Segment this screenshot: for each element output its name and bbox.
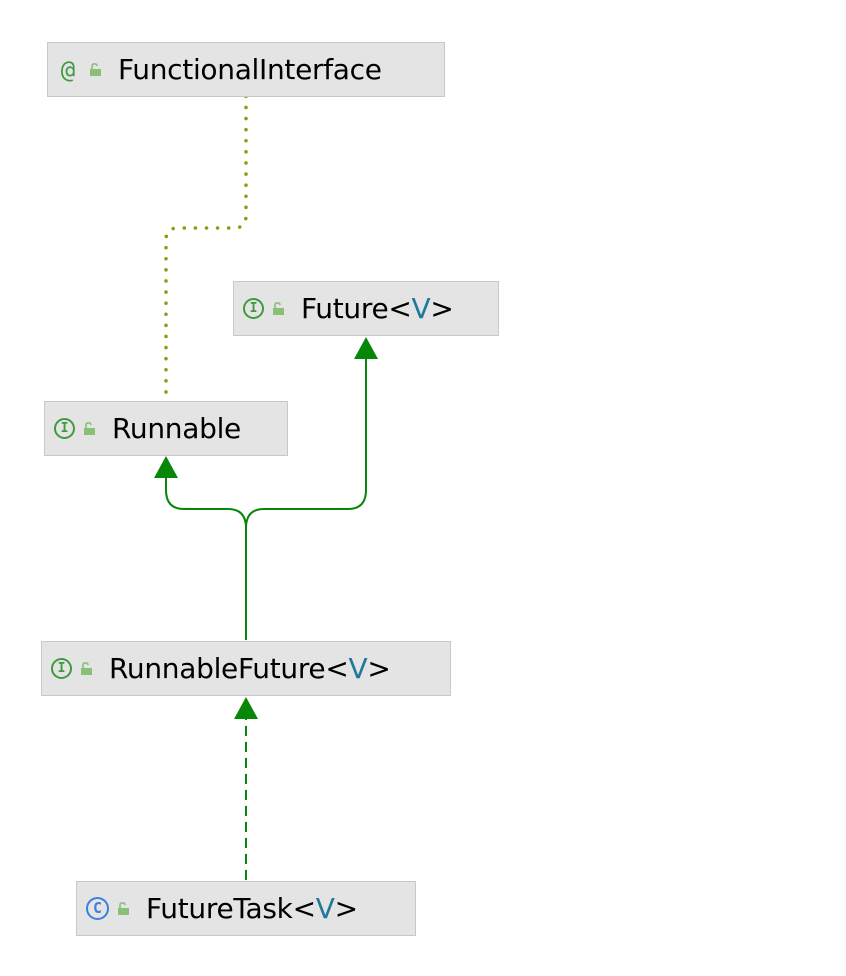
node-runnablefuture[interactable]: I RunnableFuture<V>: [41, 641, 451, 696]
node-functionalinterface[interactable]: @ FunctionalInterface: [47, 42, 445, 97]
node-name: FutureTask<V>: [146, 892, 358, 925]
public-lock-icon: [80, 662, 93, 675]
interface-icon: I: [54, 418, 75, 439]
edge-runnablefuture-to-future: [245, 357, 367, 640]
node-future[interactable]: I Future<V>: [233, 281, 499, 336]
annotation-icon: @: [60, 55, 76, 84]
public-lock-icon: [272, 302, 285, 315]
arrowhead-future: [354, 337, 378, 359]
class-icon: C: [86, 897, 109, 920]
public-lock-icon: [89, 63, 102, 76]
type-parameter: V: [315, 892, 335, 925]
public-lock-icon: [117, 902, 130, 915]
interface-icon: I: [243, 298, 264, 319]
node-name: FunctionalInterface: [118, 53, 382, 86]
edge-runnablefuture-to-runnable: [165, 476, 247, 640]
interface-icon: I: [51, 658, 72, 679]
node-futuretask[interactable]: C FutureTask<V>: [76, 881, 416, 936]
edge-runnable-to-functionalinterface: [164, 94, 248, 394]
public-lock-icon: [83, 422, 96, 435]
node-name: Future<V>: [301, 292, 454, 325]
node-name: Runnable: [112, 412, 241, 445]
node-name: RunnableFuture<V>: [109, 652, 391, 685]
arrowhead-runnablefuture: [234, 697, 258, 719]
type-parameter: V: [411, 292, 431, 325]
type-parameter: V: [348, 652, 368, 685]
node-runnable[interactable]: I Runnable: [44, 401, 288, 456]
arrowhead-runnable: [154, 456, 178, 478]
